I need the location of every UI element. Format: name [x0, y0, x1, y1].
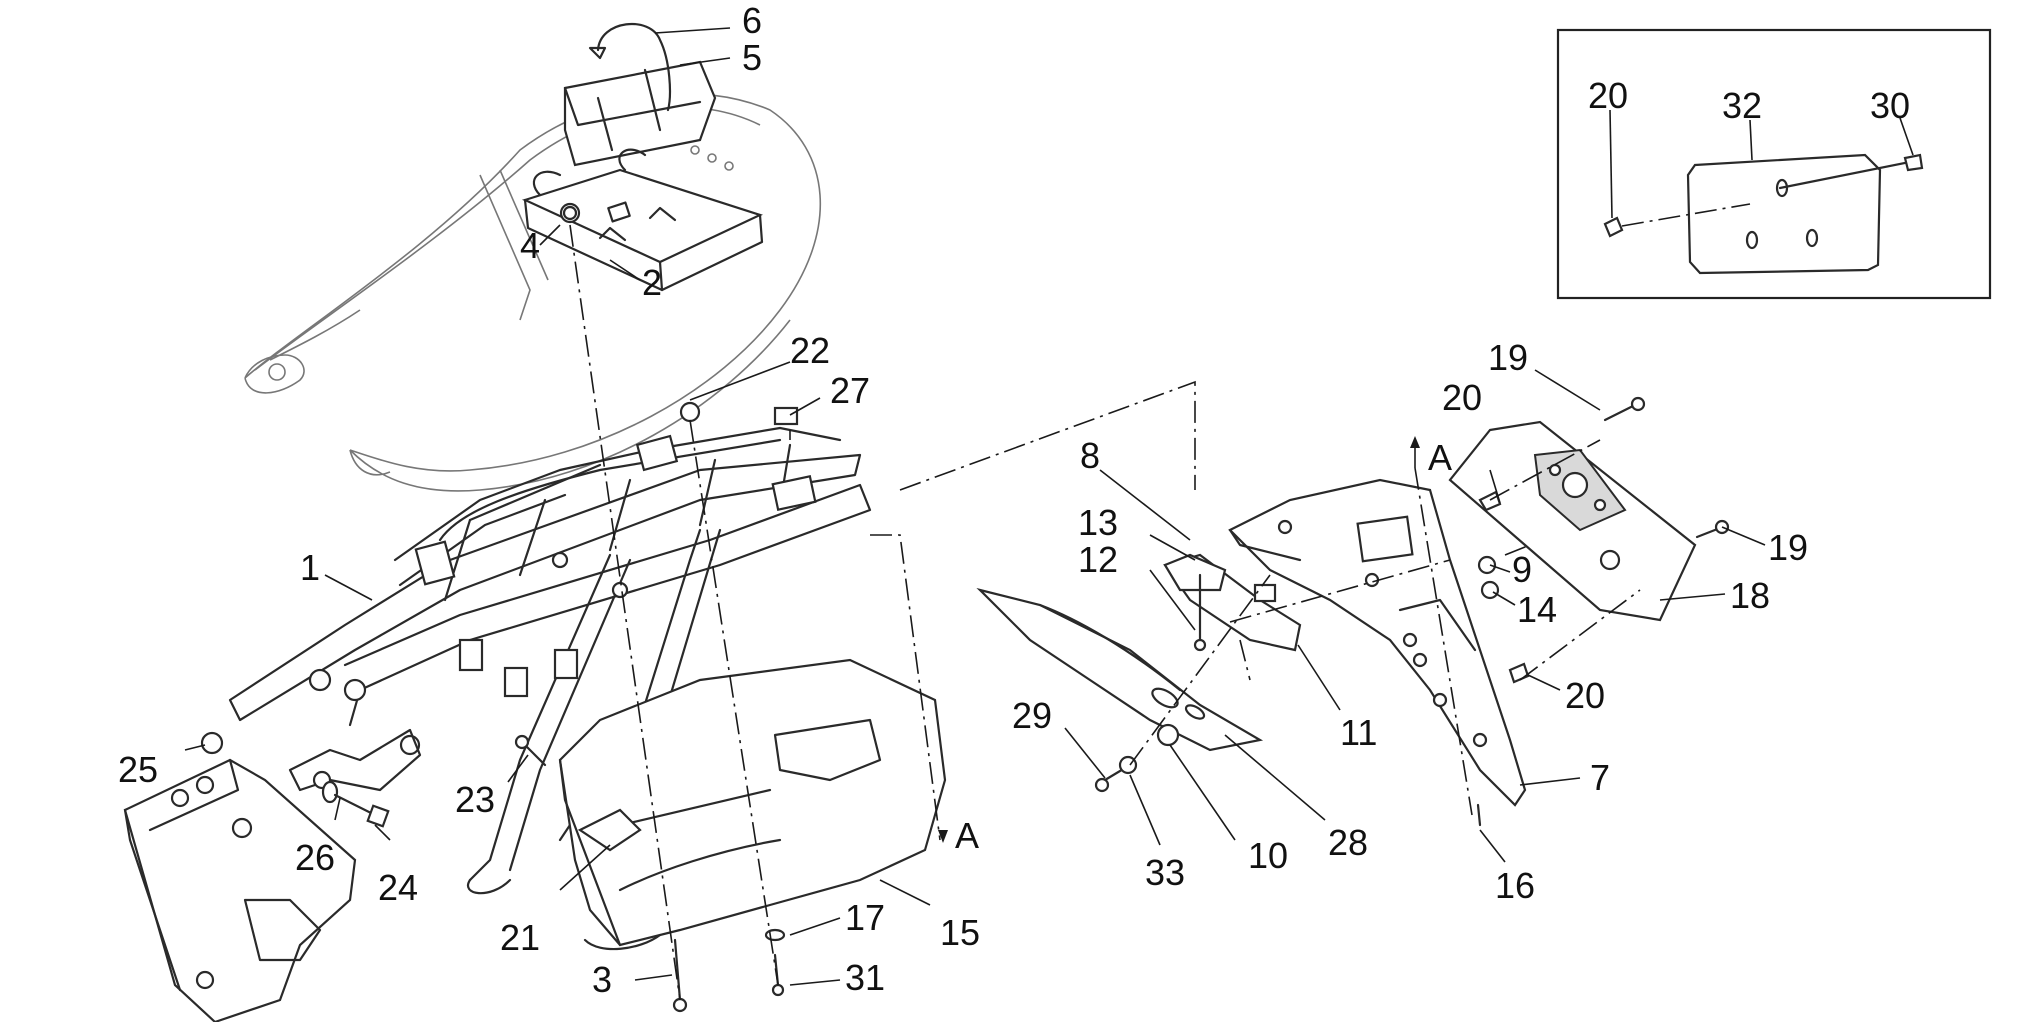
callout-20-upper: 20 [1442, 377, 1482, 418]
callout-32: 32 [1722, 85, 1762, 126]
callout-8: 8 [1080, 435, 1100, 476]
number-plate [1448, 420, 1697, 622]
callout-23: 23 [455, 779, 495, 820]
strap [588, 22, 672, 112]
callout-20-lower: 20 [1565, 675, 1605, 716]
reference-mark-a-top: A [1428, 437, 1452, 478]
callout-4: 4 [520, 225, 540, 266]
callout-labels: 1 2 3 4 5 6 7 8 9 10 11 12 13 14 15 16 1… [118, 0, 1910, 1000]
callout-21: 21 [500, 917, 540, 958]
callout-11: 11 [1340, 712, 1377, 753]
reference-mark-a-bottom: A [955, 815, 979, 856]
callout-15: 15 [940, 912, 980, 953]
callout-29: 29 [1012, 695, 1052, 736]
callout-10: 10 [1248, 835, 1288, 876]
reference-marks: A A [938, 436, 1452, 856]
tool-bag [563, 60, 717, 167]
callout-1: 1 [300, 547, 320, 588]
assembly-axes [569, 224, 1641, 1001]
callout-14: 14 [1517, 589, 1557, 630]
callout-28: 28 [1328, 822, 1368, 863]
callout-17: 17 [845, 897, 885, 938]
callout-3: 3 [592, 959, 612, 1000]
callout-33: 33 [1145, 852, 1185, 893]
callout-25: 25 [118, 749, 158, 790]
callout-12: 12 [1078, 539, 1118, 580]
callout-26: 26 [295, 837, 335, 878]
callout-13: 13 [1078, 502, 1118, 543]
under-tray [558, 658, 947, 951]
left-bottom-bracket [123, 758, 357, 1022]
seat-drawing [244, 92, 822, 492]
callout-19-lower: 19 [1768, 527, 1808, 568]
inset-detail [1556, 28, 1992, 300]
callout-19-upper: 19 [1488, 337, 1528, 378]
callout-27: 27 [830, 370, 870, 411]
callout-2: 2 [642, 262, 662, 303]
callout-6: 6 [742, 0, 762, 41]
callout-22: 22 [790, 330, 830, 371]
callout-16: 16 [1495, 865, 1535, 906]
callout-24: 24 [378, 867, 418, 908]
callout-20-inset: 20 [1588, 75, 1628, 116]
callout-5: 5 [742, 37, 762, 78]
callout-7: 7 [1590, 757, 1610, 798]
reflector-bracket [976, 587, 1264, 752]
callout-31: 31 [845, 957, 885, 998]
callout-18: 18 [1730, 575, 1770, 616]
callout-9: 9 [1512, 549, 1532, 590]
mudguard [1228, 478, 1527, 807]
lower-bracket [288, 728, 422, 792]
fasteners [200, 205, 1730, 1013]
callout-30: 30 [1870, 85, 1910, 126]
leader-lines [184, 27, 1914, 986]
